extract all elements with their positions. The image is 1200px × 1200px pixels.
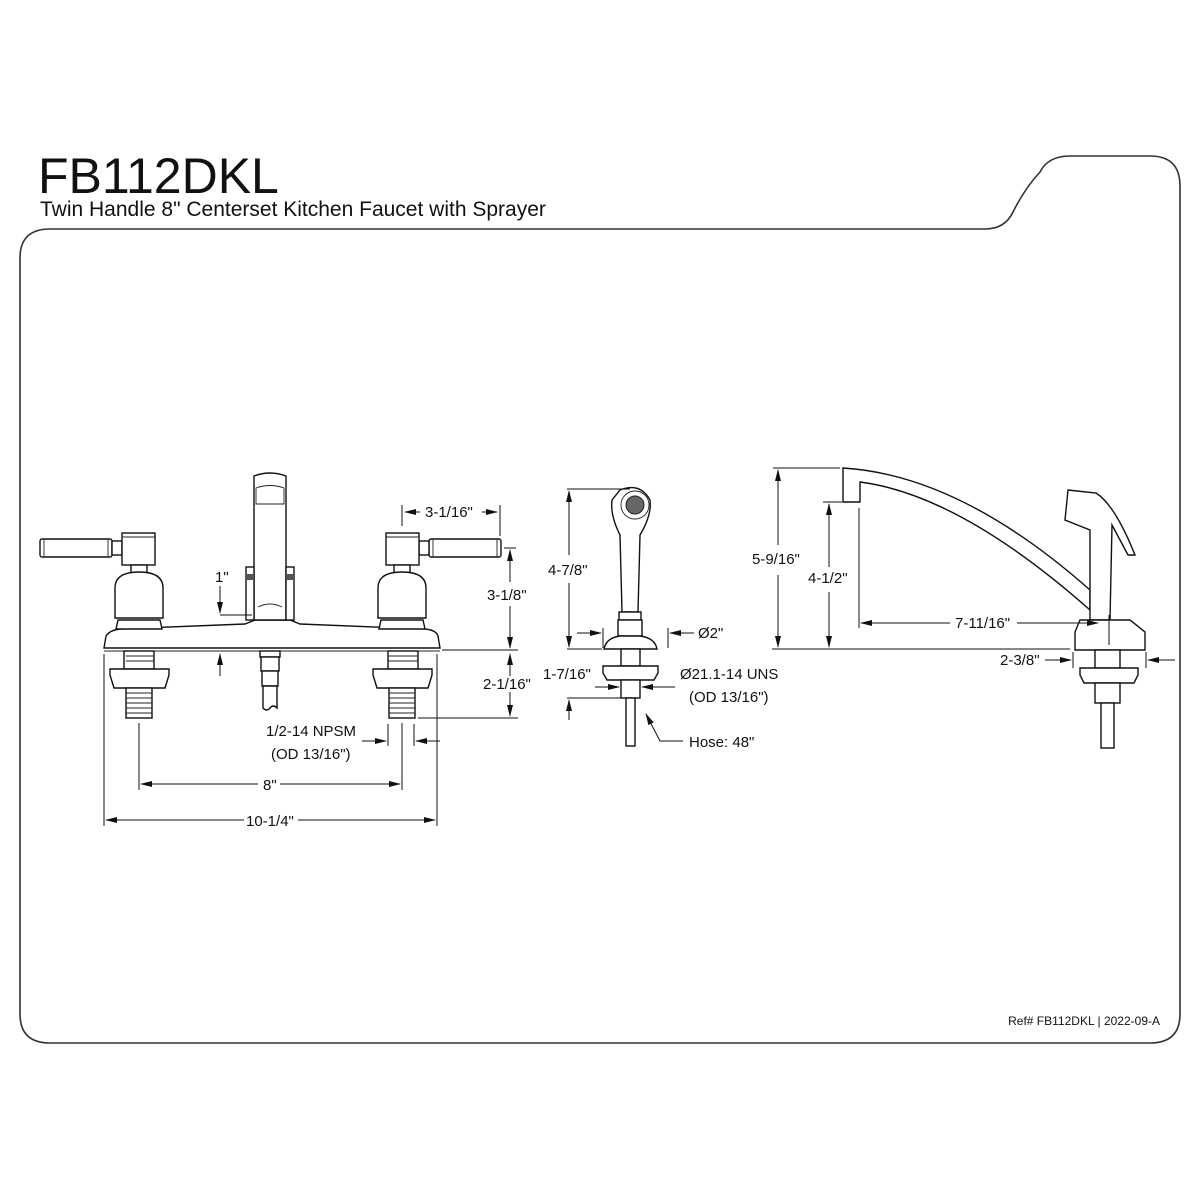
dim-handle-reach: 3-1/16" [425,504,473,521]
dim-thread-od: (OD 13/16") [271,746,351,763]
left-handle [39,532,164,630]
sheet-frame [19,155,1181,1044]
reference-note: Ref# FB112DKL | 2022-09-A [1008,1014,1160,1028]
sprayer-head [610,486,651,613]
front-view: 3-1/16" 3-1/8" 1" 2-1/16" 1/2-14 NPSM (O… [39,472,531,830]
dim-thread-spec: 1/2-14 NPSM [266,723,356,740]
model-number-title: FB112DKL [38,148,279,204]
dim-base-width: 2-3/8" [1000,652,1040,669]
spout [253,472,287,621]
dim-overall-height: 5-9/16" [752,551,800,568]
dim-overall-width: 10-1/4" [246,813,294,830]
dim-sprayer-shank: 1-7/16" [543,666,591,683]
dim-spout-height: 4-1/2" [808,570,848,587]
dim-handle-height: 3-1/8" [487,587,527,604]
dim-sprayer-thread-od: (OD 13/16") [689,689,769,706]
dim-shank-length: 2-1/16" [483,676,531,693]
side-view: 5-9/16" 4-1/2" 7-11/16" 2-3/8" [752,467,1175,749]
left-shank [109,650,170,719]
sprayer-view: 4-7/8" Ø2" 1-7/16" Ø21.1-14 UNS (OD 13/1… [543,486,778,751]
product-description: Twin Handle 8" Centerset Kitchen Faucet … [40,198,546,221]
dim-spout-reach: 7-11/16" [955,615,1010,632]
right-handle [377,532,502,630]
dim-sprayer-height: 4-7/8" [548,562,588,579]
side-sprayer-head [1064,489,1137,621]
dim-base-diameter: Ø2" [698,625,723,642]
right-shank [372,650,433,719]
dim-centerset: 8" [263,777,277,794]
dim-sprayer-thread-spec: Ø21.1-14 UNS [680,666,778,683]
dim-hose-length: Hose: 48" [689,734,754,751]
dim-spout-clearance: 1" [215,569,229,586]
center-hose-connector [259,650,281,711]
side-spout [842,467,1091,612]
